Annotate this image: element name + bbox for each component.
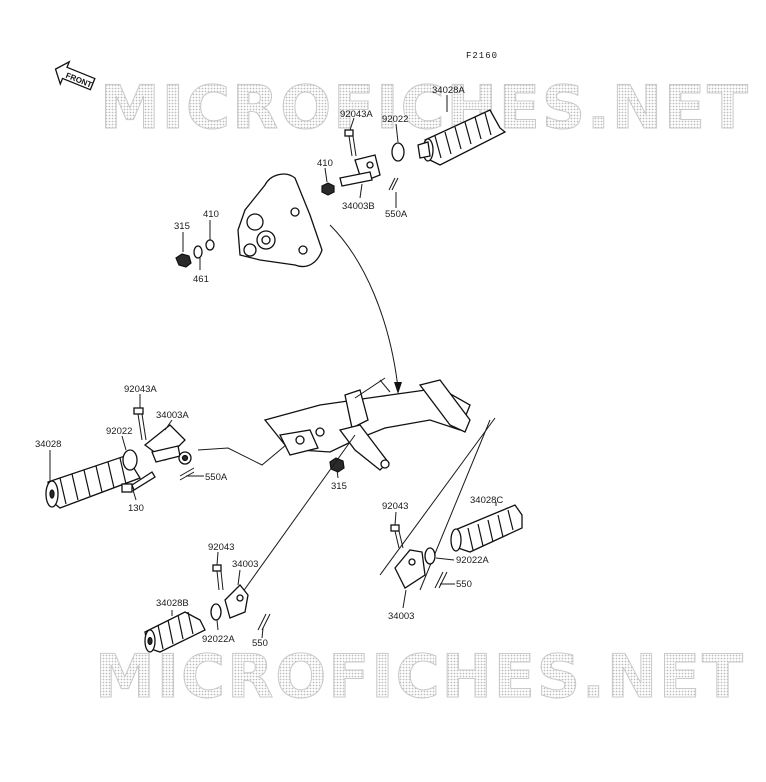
label-92043a-left: 92043A <box>124 384 157 395</box>
footpeg-holder-plate <box>237 173 323 268</box>
label-34028: 34028 <box>35 439 61 450</box>
watermark-top: MICROFICHES.NET <box>100 73 750 143</box>
split-pin-550a-top <box>388 177 399 191</box>
label-34003b: 34003B <box>342 201 375 212</box>
washer-461 <box>193 245 203 259</box>
label-315-mid: 315 <box>331 481 347 492</box>
nut-315-top <box>175 253 192 268</box>
label-410-top: 410 <box>317 158 333 169</box>
bolt-92043a-left <box>133 407 147 441</box>
label-92043-right: 92043 <box>382 501 408 512</box>
bolt-92043-left <box>212 564 224 591</box>
bracket-34003b <box>339 154 381 187</box>
label-461: 461 <box>193 274 209 285</box>
label-550-left: 550 <box>252 638 268 649</box>
label-410-b: 410 <box>203 209 219 220</box>
footpeg-34028b <box>144 611 206 653</box>
split-pin-550-left <box>257 613 271 631</box>
footpeg-34028a <box>417 109 507 166</box>
bolt-92043a-top <box>344 129 357 157</box>
label-550a-top: 550A <box>385 209 408 220</box>
pin-130 <box>121 471 156 493</box>
leader-lines <box>49 95 497 639</box>
footpeg-34028c <box>450 504 523 553</box>
label-550-right: 550 <box>456 579 472 590</box>
label-34003-left: 34003 <box>232 559 258 570</box>
label-34003-right: 34003 <box>388 611 414 622</box>
label-130: 130 <box>128 503 144 514</box>
label-92043a-top: 92043A <box>340 109 373 120</box>
label-550a-left: 550A <box>205 472 228 483</box>
washer-92022-left <box>122 449 138 471</box>
figure-code: F2160 <box>466 51 498 61</box>
washer-92022a-left <box>210 603 222 621</box>
washer-92022a-right <box>424 547 436 565</box>
label-92043-left: 92043 <box>208 542 234 553</box>
front-arrow-icon: FRONT <box>54 60 96 91</box>
assembly-arrow <box>329 224 399 389</box>
split-pin-550a-left <box>179 467 195 481</box>
label-34028b: 34028B <box>156 598 189 609</box>
bracket-34003-left <box>224 584 249 619</box>
label-92022-top: 92022 <box>382 114 408 125</box>
label-92022a-right: 92022A <box>456 555 489 566</box>
frame-section <box>263 377 471 473</box>
bracket-34003-right <box>394 549 426 589</box>
washer-92022-top <box>391 142 405 162</box>
label-34028c: 34028C <box>470 495 503 506</box>
bracket-34003a <box>143 424 192 465</box>
label-92022a-left: 92022A <box>202 634 235 645</box>
label-34028a: 34028A <box>432 85 465 96</box>
washer-410-b <box>205 239 215 251</box>
label-34003a: 34003A <box>156 410 189 421</box>
split-pin-550-right <box>434 571 448 589</box>
bolt-92043-right <box>390 524 404 549</box>
nut-410-top <box>321 182 335 196</box>
label-315-top: 315 <box>174 221 190 232</box>
label-92022-left: 92022 <box>106 426 132 437</box>
watermark-bottom: MICROFICHES.NET <box>95 642 745 712</box>
